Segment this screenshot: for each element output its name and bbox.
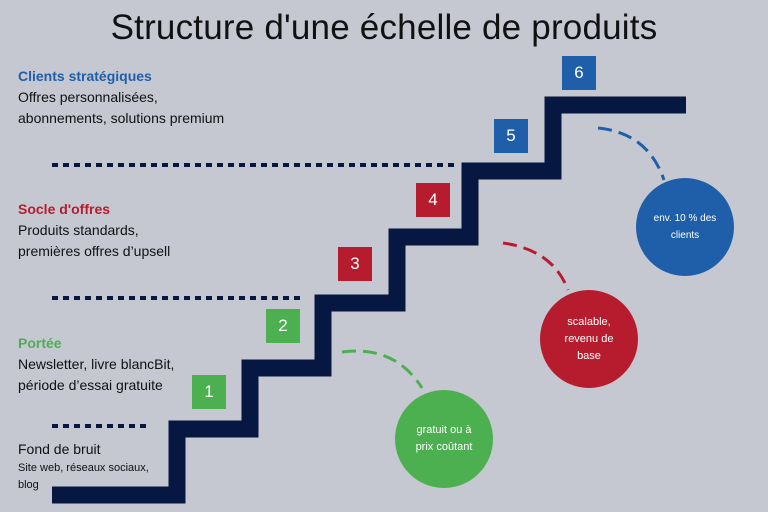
tier-core: Socle d'offres Produits standards, premi… [18, 201, 170, 262]
staircase-line [52, 96, 686, 504]
circle-red-line1: scalable, [567, 315, 611, 328]
circle-green-line1: gratuit ou à [416, 424, 472, 436]
step-1-badge: 1 [192, 375, 226, 409]
tier-reach-line2: période d’essai gratuite [18, 377, 163, 393]
step-3-badge: 3 [338, 247, 372, 281]
circle-blue-line1: env. 10 % des [653, 213, 717, 224]
tier-strategic: Clients stratégiques Offres personnalisé… [18, 68, 224, 129]
circle-red-line2: revenu de [564, 332, 614, 345]
tier-strategic-heading: Clients stratégiques [18, 68, 152, 84]
circle-red-line3: base [577, 349, 601, 362]
tier-core-heading: Socle d'offres [18, 201, 111, 217]
step-6-badge: 6 [562, 56, 596, 90]
step-4-badge: 4 [416, 183, 450, 217]
connector-red [502, 241, 570, 291]
tier-noise: Fond de bruit Site web, réseaux sociaux,… [18, 439, 149, 494]
circle-green-line2: prix coûtant [415, 441, 473, 453]
step-2-badge: 2 [266, 309, 300, 343]
tier-core-line2: premières offres d’upsell [18, 243, 171, 259]
connector-green [341, 349, 424, 389]
tier-noise-line2: blog [18, 479, 39, 491]
circle-blue-line2: clients [670, 230, 700, 241]
tier-reach: Portée Newsletter, livre blancBit, pério… [18, 335, 174, 396]
tier-strategic-line1: Offres personnalisées, [18, 89, 158, 105]
circle-green: gratuit ou à prix coûtant [395, 390, 493, 488]
tier-core-line1: Produits standards, [18, 222, 139, 238]
tier-noise-heading: Fond de bruit [18, 441, 101, 457]
circle-red: scalable, revenu de base [540, 290, 638, 388]
tier-noise-line1: Site web, réseaux sociaux, [18, 462, 149, 474]
step-5-badge: 5 [494, 119, 528, 153]
tier-reach-heading: Portée [18, 335, 62, 351]
page-title: Structure d'une échelle de produits [110, 8, 658, 47]
circle-blue: env. 10 % des clients [636, 178, 734, 276]
connector-blue [597, 126, 666, 181]
tier-reach-line1: Newsletter, livre blancBit, [18, 356, 175, 372]
tier-strategic-line2: abonnements, solutions premium [18, 110, 225, 126]
